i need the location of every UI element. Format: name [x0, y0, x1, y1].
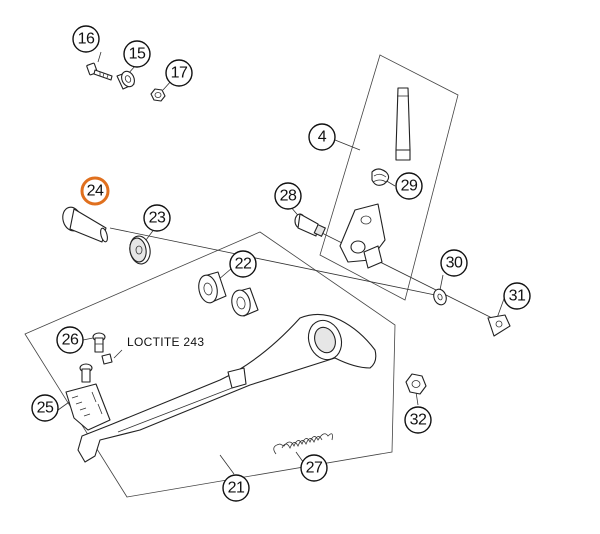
clip-31	[487, 314, 511, 337]
assembly-frames	[24, 54, 459, 498]
callout-22: 22	[229, 250, 257, 278]
bearing-22-a	[198, 271, 227, 304]
spring-clip-29	[371, 168, 390, 186]
callout-23: 23	[143, 204, 171, 232]
callout-30: 30	[440, 249, 468, 277]
svg-text:4: 4	[318, 129, 327, 146]
callout-31: 31	[503, 282, 531, 310]
callout-4: 4	[308, 123, 336, 151]
callout-25: 25	[31, 394, 59, 422]
svg-text:28: 28	[280, 188, 297, 205]
callout-32: 32	[404, 406, 432, 434]
svg-text:21: 21	[228, 480, 245, 497]
bolt-16	[86, 62, 113, 81]
callout-29: 29	[395, 172, 423, 200]
svg-text:27: 27	[306, 460, 323, 477]
switch-assembly-frame	[319, 54, 459, 301]
pivot-bolt-24	[62, 206, 108, 243]
loctite-note: LOCTITE 243	[127, 335, 204, 349]
brake-lever-frame	[24, 231, 396, 498]
svg-text:22: 22	[235, 256, 252, 273]
callout-26: 26	[56, 326, 84, 354]
svg-text:24: 24	[87, 183, 104, 200]
bearing-22-b	[231, 287, 259, 317]
svg-text:31: 31	[509, 288, 526, 305]
callout-27: 27	[300, 454, 328, 482]
leader-lines	[57, 51, 506, 475]
svg-text:30: 30	[446, 255, 463, 272]
callout-15: 15	[123, 40, 151, 68]
switch-bracket	[339, 203, 386, 269]
svg-text:32: 32	[410, 412, 427, 429]
svg-text:16: 16	[78, 31, 95, 48]
bolt-26-lower	[79, 363, 93, 383]
nut-32	[405, 373, 427, 395]
svg-text:23: 23	[149, 210, 166, 227]
svg-text:25: 25	[37, 400, 54, 417]
switch-rod-4	[395, 87, 411, 161]
callout-16: 16	[72, 25, 100, 53]
washer-30	[433, 288, 447, 306]
brake-pedal-tip-25	[65, 383, 111, 431]
bushing-15	[116, 70, 135, 90]
bolt-26	[92, 332, 113, 365]
svg-text:17: 17	[171, 65, 188, 82]
callout-21: 21	[222, 474, 250, 502]
callout-28: 28	[274, 182, 302, 210]
svg-text:26: 26	[62, 332, 79, 349]
callout-17: 17	[165, 59, 193, 87]
brake-lever-21	[77, 313, 377, 463]
nut-17	[150, 88, 166, 102]
bolt-28	[294, 213, 327, 237]
callout-24: 24	[80, 176, 110, 206]
return-spring-27	[273, 433, 333, 455]
callouts: 16 15 17 4 24 23 28 29	[31, 25, 531, 502]
washer-23	[129, 235, 151, 265]
svg-text:15: 15	[129, 46, 146, 63]
svg-text:29: 29	[401, 178, 418, 195]
